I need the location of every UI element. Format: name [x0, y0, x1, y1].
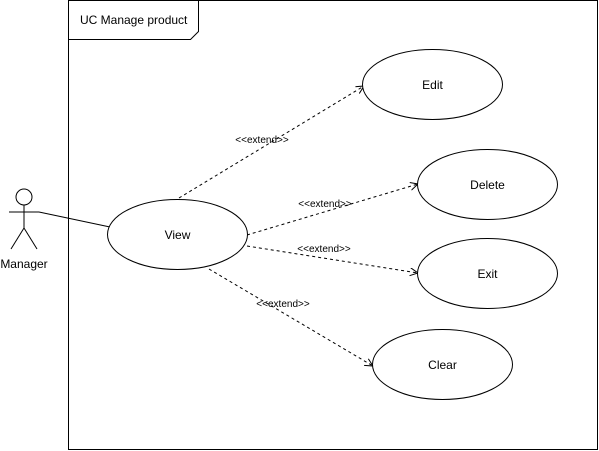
- extend-label-exit: <<extend>>: [297, 244, 351, 255]
- use-case-exit[interactable]: Exit: [417, 238, 558, 309]
- extend-label-delete: <<extend>>: [298, 199, 352, 210]
- actor-manager[interactable]: Manager: [0, 188, 48, 271]
- use-case-clear-shape: [372, 329, 513, 400]
- use-case-view[interactable]: View: [107, 199, 248, 270]
- use-case-edit-label: Edit: [422, 78, 443, 92]
- extend-view-exit-line: [246, 245, 418, 273]
- use-case-edit[interactable]: Edit: [362, 49, 503, 120]
- use-case-delete-label: Delete: [470, 178, 505, 192]
- use-case-edit-shape: [362, 49, 503, 120]
- use-case-view-label: View: [165, 228, 191, 242]
- use-case-exit-shape: [417, 238, 558, 309]
- use-case-clear[interactable]: Clear: [372, 329, 513, 400]
- extend-label-clear: <<extend>>: [256, 299, 310, 310]
- use-case-view-shape: [107, 199, 248, 270]
- actor-label: Manager: [0, 257, 47, 271]
- actor-head: [15, 188, 33, 206]
- use-case-delete-shape: [417, 149, 558, 220]
- use-case-delete[interactable]: Delete: [417, 149, 558, 220]
- system-frame-title-tab: [68, 0, 199, 40]
- use-case-exit-label: Exit: [477, 267, 498, 281]
- association-manager-view: [38, 211, 111, 228]
- system-frame-title: UC Manage product: [80, 13, 188, 27]
- extend-view-edit-line: [178, 86, 364, 199]
- extend-label-edit: <<extend>>: [235, 135, 289, 146]
- actor-right-leg: [23, 227, 38, 250]
- extend-view-clear-line: [208, 268, 373, 366]
- use-case-clear-label: Clear: [428, 358, 457, 372]
- actor-left-leg: [10, 227, 25, 250]
